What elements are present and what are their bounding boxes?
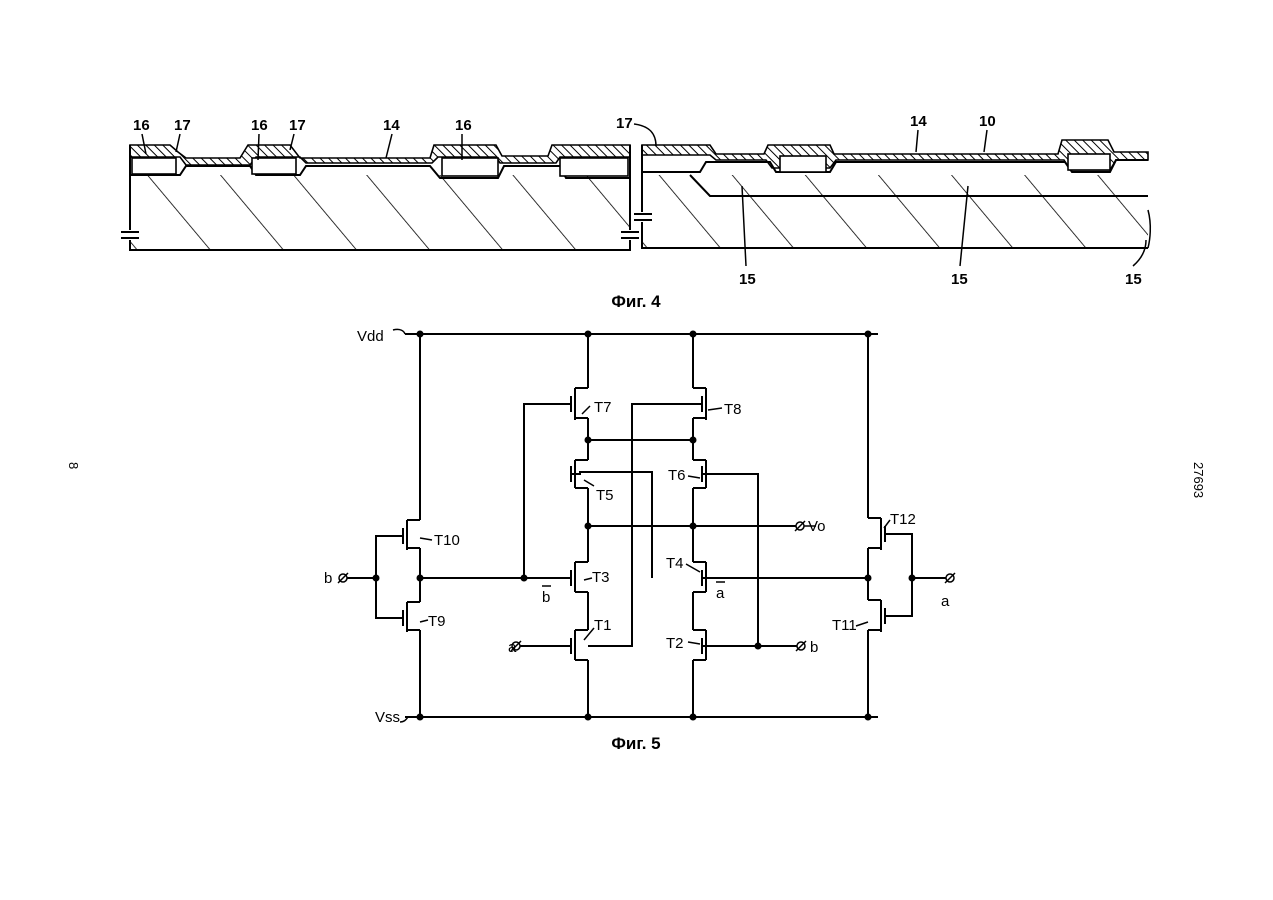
label-T1: T1 [594, 617, 612, 634]
vss-label: Vss [375, 709, 400, 726]
terminal-labels: Vo b b a a a b [324, 518, 950, 656]
figure-4-cross-section: 16 17 16 17 14 16 17 14 10 15 15 15 Фиг.… [121, 113, 1150, 311]
label-10: 10 [979, 113, 996, 130]
label-15: 15 [1125, 271, 1142, 288]
label-T10: T10 [434, 532, 460, 549]
label-14: 14 [910, 113, 927, 130]
label-15: 15 [739, 271, 756, 288]
label-14: 14 [383, 117, 400, 134]
label-T6: T6 [668, 467, 686, 484]
label-15: 15 [951, 271, 968, 288]
interconnect-wires [346, 404, 948, 646]
label-T7: T7 [594, 399, 612, 416]
label-T8: T8 [724, 401, 742, 418]
label-16: 16 [251, 117, 268, 134]
label-T5: T5 [596, 487, 614, 504]
input-b-left-label: b [324, 570, 332, 587]
label-T4: T4 [666, 555, 684, 572]
top-layer-right [642, 140, 1148, 172]
label-T2: T2 [666, 635, 684, 652]
input-a-right-label: a [941, 593, 950, 610]
label-16: 16 [133, 117, 150, 134]
label-17: 17 [174, 117, 191, 134]
node-a-bar-label: a [716, 585, 725, 602]
label-T9: T9 [428, 613, 446, 630]
label-17: 17 [616, 115, 633, 132]
node-b-bar-label: b [542, 589, 550, 606]
right-document-number: 27693 [1191, 462, 1206, 498]
label-16: 16 [455, 117, 472, 134]
label-T11: T11 [832, 617, 857, 634]
left-page-number: 8 [66, 462, 81, 469]
input-b-right-label: b [810, 639, 818, 656]
vdd-label: Vdd [357, 328, 384, 345]
figure-5-caption: Фиг. 5 [611, 734, 660, 753]
label-T12: T12 [890, 511, 916, 528]
label-T3: T3 [592, 569, 610, 586]
label-17: 17 [289, 117, 306, 134]
figure-4-caption: Фиг. 4 [611, 292, 661, 311]
figure-5-circuit: Vdd Vss [324, 328, 955, 753]
top-layer-left [130, 145, 630, 176]
output-vo-label: Vo [808, 518, 826, 535]
input-a-left-label: a [508, 639, 517, 656]
